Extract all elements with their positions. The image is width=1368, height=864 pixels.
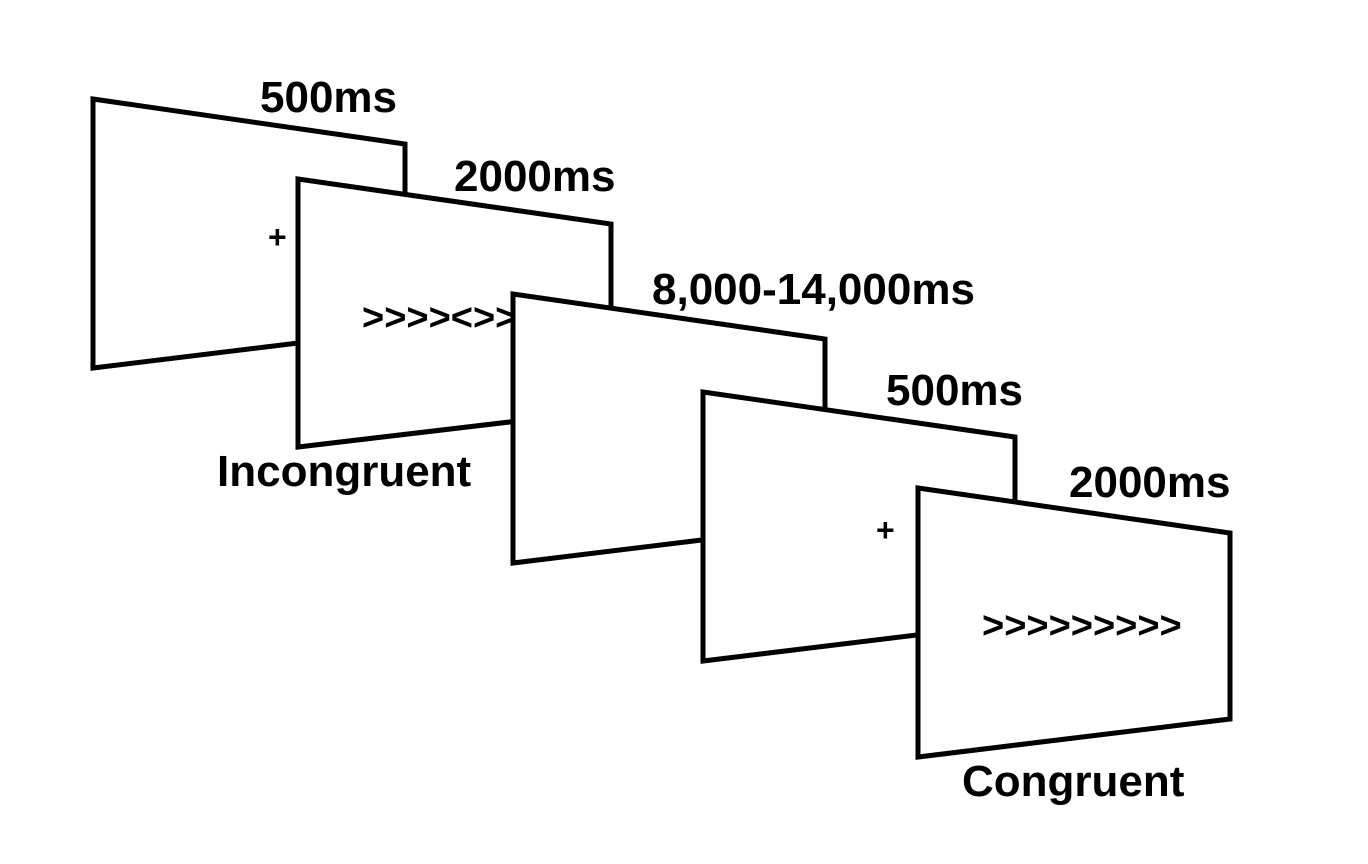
frame-4-fixation-cross: + — [876, 512, 895, 548]
frame-2-timing: 2000ms — [454, 152, 615, 201]
frame-1-timing: 500ms — [260, 73, 397, 122]
frame-4-timing: 500ms — [886, 366, 1023, 415]
frame-5-screen — [915, 485, 1233, 760]
frame-5-timing: 2000ms — [1069, 458, 1230, 507]
frame-3-timing: 8,000-14,000ms — [652, 265, 975, 314]
frame-5-condition-label: Congruent — [962, 757, 1185, 806]
frame-5-arrow-stimulus: >>>>>>>>> — [982, 605, 1182, 647]
frame-5-congruent: >>>>>>>>> 2000ms Congruent — [915, 458, 1233, 806]
frame-1-fixation-cross: + — [268, 219, 287, 255]
frame-2-condition-label: Incongruent — [217, 447, 472, 496]
